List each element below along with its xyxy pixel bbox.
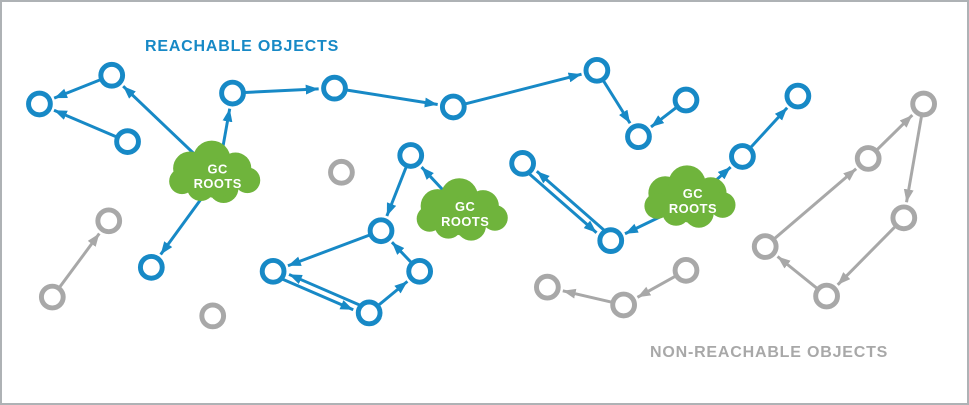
non-reachable-object-node: [751, 233, 779, 260]
arrow-edge: [334, 86, 438, 108]
reachable-object-node: [219, 79, 246, 107]
non-reachable-object-node: [910, 90, 937, 118]
non-reachable-object-node: [813, 282, 840, 310]
gc-roots-label-line2: ROOTS: [669, 201, 717, 216]
reachable-object-node: [397, 142, 425, 169]
reachable-object-node: [729, 143, 756, 170]
arrow-edge: [519, 164, 598, 234]
arrow-edge: [271, 273, 354, 312]
gc-roots-label-line2: ROOTS: [441, 214, 489, 229]
non-reachable-object-node: [854, 145, 882, 172]
non-reachable-object-node: [672, 256, 700, 284]
reachable-object-node: [406, 257, 434, 285]
reachable-object-node: [509, 150, 536, 177]
gc-roots-label-line2: ROOTS: [194, 176, 242, 191]
reachable-object-node: [26, 90, 53, 118]
reachable-object-node: [625, 123, 652, 151]
arrow-edge: [288, 273, 372, 312]
arrow-edge: [903, 103, 926, 203]
gc-roots-label-line1: GC: [455, 199, 475, 214]
reachable-object-node: [367, 217, 395, 245]
reachable-object-node: [672, 86, 700, 114]
reachable-object-node: [98, 61, 126, 89]
arrow-edge: [836, 216, 905, 286]
arrow-edge: [452, 72, 582, 109]
non-reachable-object-node: [890, 204, 918, 232]
arrow-edge: [232, 84, 319, 95]
reachable-object-node: [321, 74, 348, 102]
reachable-object-node: [784, 82, 812, 110]
reachable-object-node: [439, 93, 467, 121]
reachable-object-node: [597, 227, 625, 254]
non-reachable-object-node: [534, 273, 561, 301]
reachable-object-node: [583, 56, 611, 84]
non-reachable-object-node: [610, 291, 637, 319]
arrow-edge: [764, 167, 858, 248]
reachable-object-node: [114, 128, 141, 155]
arrow-edge: [535, 170, 615, 240]
gc-roots-label-line1: GC: [208, 161, 228, 176]
reachable-objects-label: REACHABLE OBJECTS: [145, 38, 340, 55]
gc-roots-label-line1: GC: [683, 186, 703, 201]
non-reachable-object-node: [38, 283, 66, 311]
non-reachable-object-node: [199, 302, 227, 330]
reachable-object-node: [355, 299, 383, 327]
reachable-object-node: [137, 253, 165, 281]
non-reachable-object-node: [328, 158, 355, 186]
non-reachable-objects-label: NON-REACHABLE OBJECTS: [650, 344, 889, 361]
reachable-object-node: [259, 257, 287, 285]
non-reachable-object-node: [95, 207, 123, 235]
arrow-edge: [287, 229, 382, 268]
